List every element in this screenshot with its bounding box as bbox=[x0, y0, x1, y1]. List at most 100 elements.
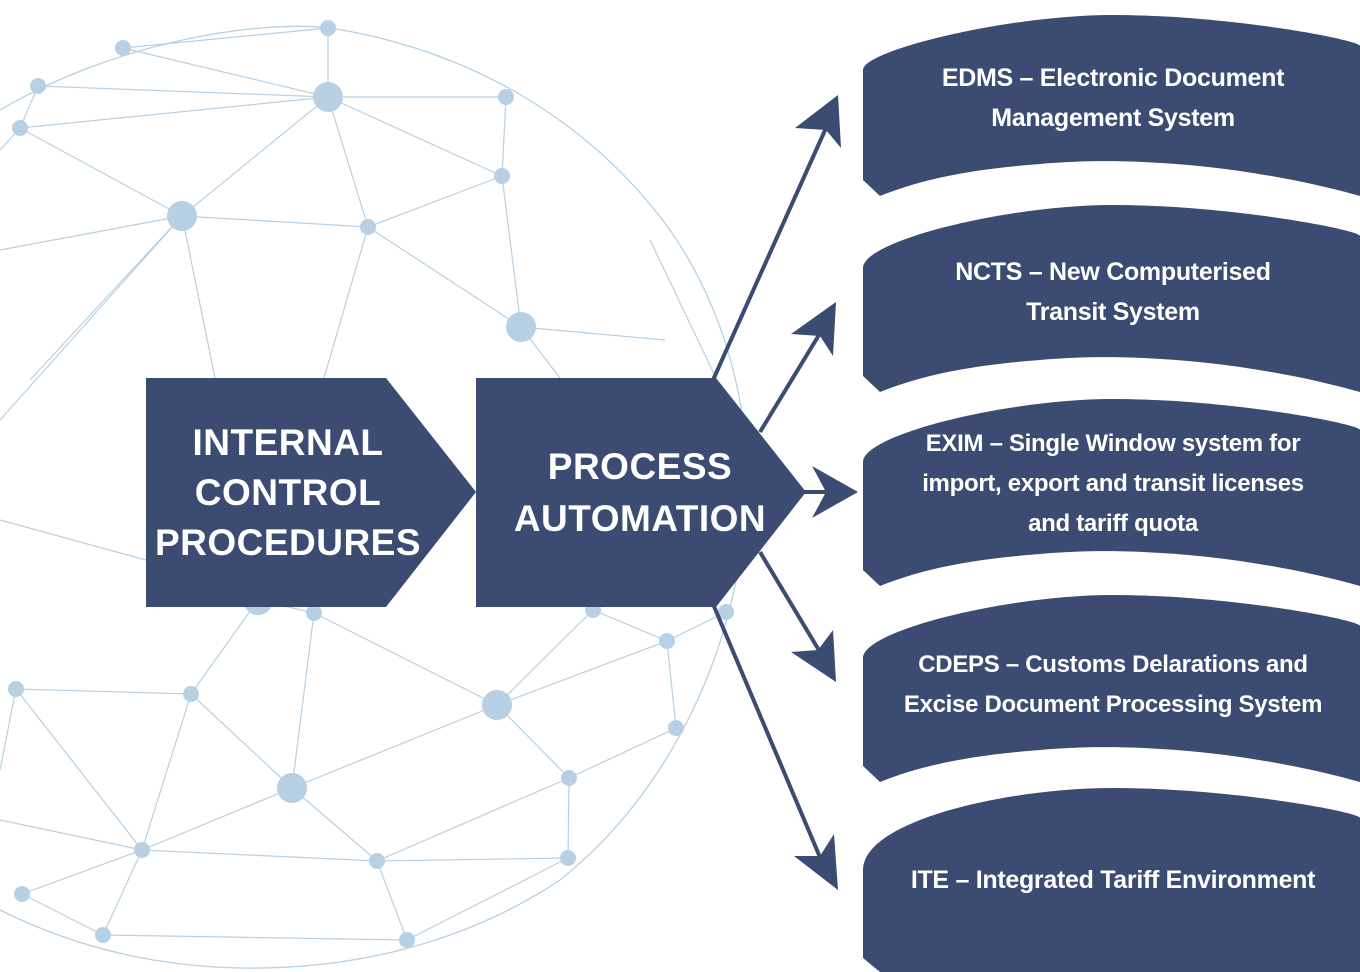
network-node bbox=[561, 770, 577, 786]
system-banners bbox=[863, 15, 1360, 972]
network-node bbox=[506, 312, 536, 342]
network-line bbox=[141, 849, 378, 862]
connector-arrows bbox=[711, 127, 832, 863]
arrowhead-cdeps bbox=[791, 630, 836, 682]
edms-line-2: Management System bbox=[991, 104, 1235, 132]
network-line bbox=[367, 226, 522, 328]
arrowhead-ncts bbox=[791, 302, 836, 356]
internal-control-line-3: PROCEDURES bbox=[154, 521, 422, 563]
network-line bbox=[496, 704, 570, 779]
ncts-line-1: NCTS – New Computerised bbox=[955, 258, 1271, 286]
internal-control-label: INTERNAL CONTROL PROCEDURES bbox=[150, 378, 426, 607]
network-line bbox=[406, 857, 569, 941]
exim-line-2: import, export and transit licenses bbox=[922, 470, 1304, 497]
arrowheads bbox=[791, 95, 858, 890]
network-line bbox=[0, 519, 147, 561]
network-node bbox=[718, 604, 734, 620]
network-line bbox=[141, 693, 192, 851]
network-line bbox=[313, 612, 498, 706]
network-line bbox=[592, 609, 668, 642]
internal-control-line-2: CONTROL bbox=[194, 471, 382, 513]
network-node bbox=[320, 20, 336, 36]
cdeps-line-2: Excise Document Processing System bbox=[903, 691, 1323, 718]
system-label-ite: ITE – Integrated Tariff Environment bbox=[870, 860, 1356, 900]
network-line bbox=[567, 777, 570, 859]
banner-ite bbox=[863, 788, 1360, 972]
network-line bbox=[501, 96, 507, 177]
arrow-edms-line bbox=[711, 127, 828, 381]
network-line bbox=[0, 215, 183, 421]
network-node bbox=[95, 927, 111, 943]
network-node bbox=[277, 773, 307, 803]
network-line bbox=[141, 787, 293, 851]
network-node bbox=[8, 681, 24, 697]
network-line bbox=[102, 849, 143, 936]
ncts-line-2: Transit System bbox=[1026, 298, 1200, 326]
network-line bbox=[0, 688, 17, 771]
network-node bbox=[183, 686, 199, 702]
network-line bbox=[21, 893, 104, 936]
network-line bbox=[37, 85, 329, 98]
banner-ncts bbox=[863, 205, 1360, 392]
network-line bbox=[376, 777, 570, 862]
network-node bbox=[369, 853, 385, 869]
network-line bbox=[190, 599, 259, 695]
arrowhead-edms bbox=[795, 95, 841, 148]
network-node bbox=[14, 886, 30, 902]
network-node bbox=[668, 720, 684, 736]
system-label-ncts: NCTS – New Computerised Transit System bbox=[870, 252, 1356, 332]
arrow-ncts-line bbox=[758, 328, 824, 434]
network-lines bbox=[0, 27, 743, 941]
arrowhead-ite bbox=[794, 834, 838, 890]
network-node bbox=[30, 78, 46, 94]
network-line bbox=[21, 849, 143, 895]
network-line bbox=[568, 727, 677, 779]
network-node bbox=[360, 219, 376, 235]
process-automation-label: PROCESS AUTOMATION bbox=[490, 378, 790, 607]
ite-line-1: ITE – Integrated Tariff Environment bbox=[910, 866, 1316, 894]
network-line bbox=[327, 96, 503, 177]
network-line bbox=[181, 215, 369, 228]
process-automation-line-2: AUTOMATION bbox=[513, 497, 767, 539]
network-node bbox=[659, 633, 675, 649]
network-line bbox=[666, 640, 677, 729]
network-node bbox=[494, 168, 510, 184]
network-line bbox=[520, 326, 666, 341]
network-line bbox=[190, 693, 293, 789]
network-line bbox=[19, 96, 329, 129]
network-line bbox=[122, 47, 329, 98]
network-line bbox=[122, 27, 329, 49]
network-line bbox=[291, 612, 315, 789]
network-nodes bbox=[8, 20, 734, 948]
system-label-edms: EDMS – Electronic Document Management Sy… bbox=[870, 58, 1356, 138]
network-line bbox=[291, 787, 378, 862]
network-node bbox=[306, 605, 322, 621]
network-line bbox=[181, 96, 329, 217]
banner-exim bbox=[863, 399, 1360, 586]
network-line bbox=[327, 96, 369, 228]
network-line bbox=[29, 215, 183, 381]
network-node bbox=[12, 120, 28, 136]
network-line bbox=[0, 819, 143, 851]
network-line bbox=[291, 704, 498, 789]
exim-line-3: and tariff quota bbox=[1028, 510, 1198, 537]
network-line bbox=[15, 688, 192, 695]
arrow-cdeps-line bbox=[758, 550, 822, 654]
exim-line-1: EXIM – Single Window system for bbox=[925, 430, 1301, 457]
network-line bbox=[496, 609, 594, 706]
network-node bbox=[560, 850, 576, 866]
network-line bbox=[367, 175, 503, 228]
network-line bbox=[323, 226, 369, 379]
network-line bbox=[376, 857, 569, 862]
network-line bbox=[0, 215, 183, 251]
network-line bbox=[496, 640, 668, 706]
banner-edms bbox=[863, 15, 1360, 196]
network-line bbox=[102, 934, 408, 941]
network-node bbox=[115, 40, 131, 56]
system-label-exim: EXIM – Single Window system for import, … bbox=[870, 424, 1356, 544]
network-line bbox=[376, 860, 408, 941]
arrowhead-exim bbox=[812, 466, 858, 518]
process-automation-line-1: PROCESS bbox=[547, 445, 733, 487]
edms-line-1: EDMS – Electronic Document bbox=[941, 64, 1285, 92]
